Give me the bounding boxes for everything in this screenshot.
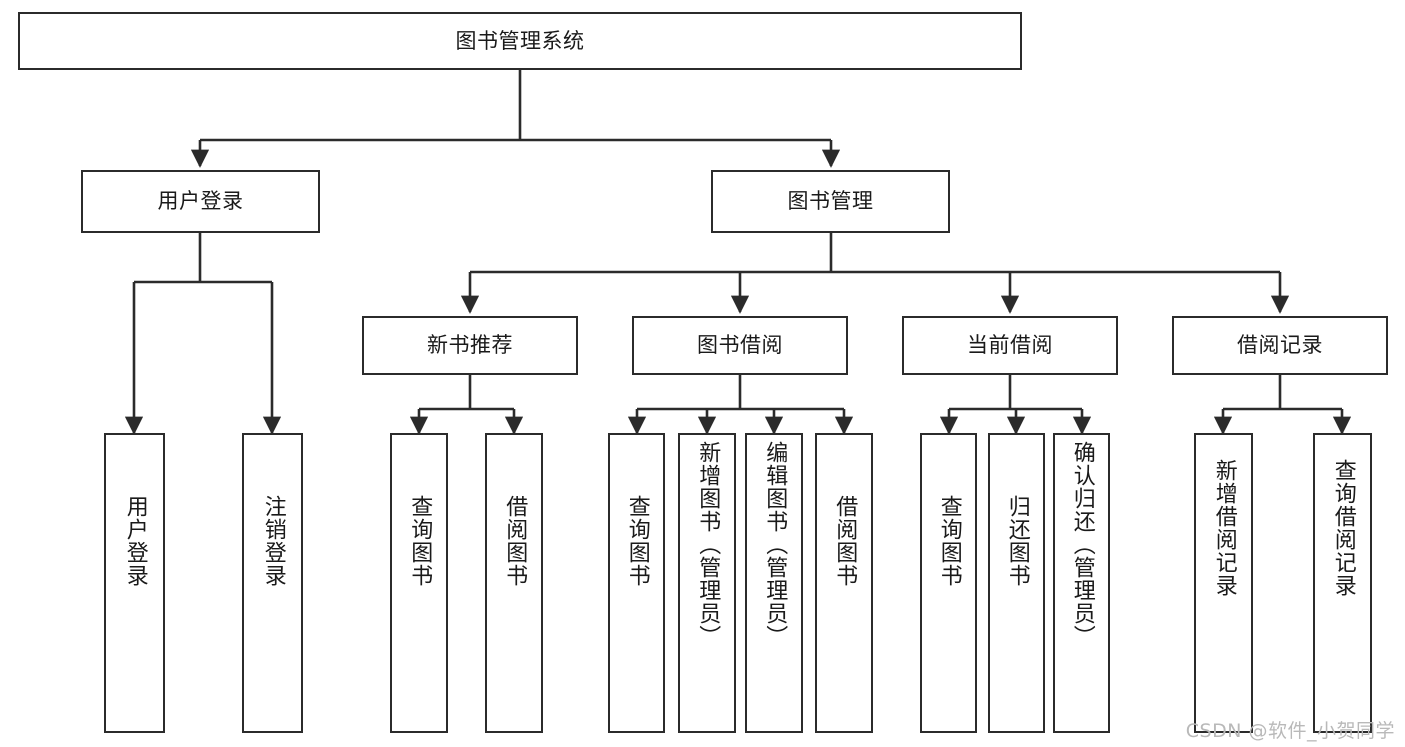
- node-book-borrow[interactable]: 图书借阅: [632, 316, 848, 375]
- node-leaf-logout[interactable]: 注销登录: [242, 433, 303, 733]
- node-leaf-rec-query-record[interactable]: 查询借阅记录: [1313, 433, 1372, 733]
- node-leaf-cur-return-book[interactable]: 归还图书: [988, 433, 1045, 733]
- node-leaf-rec-borrow-book-label: 借阅图书: [502, 495, 528, 587]
- node-leaf-logout-label: 注销登录: [260, 495, 286, 587]
- node-leaf-borrow-borrow-book[interactable]: 借阅图书: [815, 433, 873, 733]
- node-current-borrow-label: 当前借阅: [967, 333, 1053, 358]
- node-leaf-borrow-query-book[interactable]: 查询图书: [608, 433, 665, 733]
- node-leaf-borrow-edit-book[interactable]: 编辑图书（管理员）: [745, 433, 803, 733]
- node-new-book-recommend[interactable]: 新书推荐: [362, 316, 578, 375]
- node-leaf-rec-query-book[interactable]: 查询图书: [390, 433, 448, 733]
- node-leaf-borrow-add-book[interactable]: 新增图书（管理员）: [678, 433, 736, 733]
- node-leaf-borrow-add-book-label: 新增图书（管理员）: [695, 441, 721, 648]
- node-root-label: 图书管理系统: [455, 28, 585, 53]
- node-book-management-label: 图书管理: [787, 189, 874, 214]
- node-leaf-user-login[interactable]: 用户登录: [104, 433, 165, 733]
- node-leaf-cur-confirm-return-label: 确认归还（管理员）: [1069, 441, 1095, 648]
- node-root-book-management-system[interactable]: 图书管理系统: [18, 12, 1022, 70]
- node-current-borrow[interactable]: 当前借阅: [902, 316, 1118, 375]
- node-leaf-borrow-borrow-book-label: 借阅图书: [832, 495, 858, 587]
- node-leaf-cur-return-book-label: 归还图书: [1004, 495, 1030, 587]
- node-leaf-cur-query-book[interactable]: 查询图书: [920, 433, 977, 733]
- node-leaf-rec-add-record[interactable]: 新增借阅记录: [1194, 433, 1253, 733]
- node-leaf-borrow-edit-book-label: 编辑图书（管理员）: [762, 441, 788, 648]
- node-leaf-cur-query-book-label: 查询图书: [936, 495, 962, 587]
- node-book-management[interactable]: 图书管理: [711, 170, 950, 233]
- node-leaf-borrow-query-book-label: 查询图书: [624, 495, 650, 587]
- node-user-login-label: 用户登录: [157, 189, 244, 214]
- node-borrow-record-label: 借阅记录: [1237, 333, 1323, 358]
- node-book-borrow-label: 图书借阅: [697, 333, 783, 358]
- node-user-login[interactable]: 用户登录: [81, 170, 320, 233]
- node-leaf-user-login-label: 用户登录: [122, 495, 148, 587]
- node-borrow-record[interactable]: 借阅记录: [1172, 316, 1388, 375]
- node-new-book-recommend-label: 新书推荐: [427, 333, 513, 358]
- node-leaf-rec-add-record-label: 新增借阅记录: [1211, 459, 1237, 597]
- node-leaf-cur-confirm-return[interactable]: 确认归还（管理员）: [1053, 433, 1110, 733]
- node-leaf-rec-borrow-book[interactable]: 借阅图书: [485, 433, 543, 733]
- node-leaf-rec-query-book-label: 查询图书: [407, 495, 433, 587]
- node-leaf-rec-query-record-label: 查询借阅记录: [1330, 459, 1356, 597]
